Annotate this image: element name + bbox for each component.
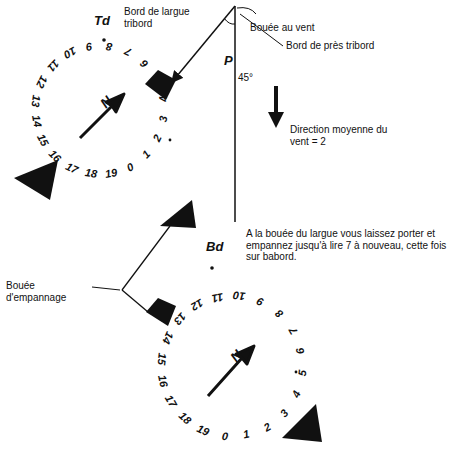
dial-number: 3 xyxy=(157,115,170,123)
wind-note: Direction moyenne du vent = 2 xyxy=(290,124,400,147)
dial-number: 18 xyxy=(177,409,194,426)
course-label: Bord de près tribord xyxy=(286,40,386,52)
dial-number: 4 xyxy=(289,389,302,399)
dial-number: 10 xyxy=(233,290,246,303)
dial-number: 13 xyxy=(171,311,188,328)
dial-number: 13 xyxy=(30,94,44,108)
dial-number: 5 xyxy=(295,370,308,377)
angle-value: 45° xyxy=(238,72,268,84)
dial-number: 10 xyxy=(62,45,78,61)
dial-number: 7 xyxy=(286,325,299,336)
dial-number: 11 xyxy=(46,57,63,74)
dial-number: 2 xyxy=(261,420,272,433)
buoy-tag: Bd xyxy=(206,240,228,255)
angle-vertex: P xyxy=(224,54,236,69)
course-label: Bord de largue tribord xyxy=(124,6,194,29)
dial-number: 2 xyxy=(151,133,164,144)
dial-number: 14 xyxy=(160,329,176,345)
dial-number: 8 xyxy=(273,307,286,320)
dial-number: 1 xyxy=(140,148,153,161)
dial-number: 11 xyxy=(211,290,225,304)
buoy-tag: Td xyxy=(94,14,114,29)
dial-number: 9 xyxy=(255,295,265,308)
buoy-label: Bouée d'empannage xyxy=(6,280,96,303)
dial-number: 16 xyxy=(156,373,170,387)
dial-number: 7 xyxy=(123,46,134,59)
buoy-label: Bouée au vent xyxy=(250,22,320,34)
dial-number: 15 xyxy=(35,132,51,148)
instruction-note: A la bouée du largue vous laissez porter… xyxy=(246,228,456,263)
dial-number: 18 xyxy=(84,167,98,181)
dial-number: 12 xyxy=(189,297,206,314)
dial-number: 17 xyxy=(64,159,80,175)
dial-number: 3 xyxy=(278,407,291,420)
dial-number: 6 xyxy=(294,347,307,355)
dial-number: 9 xyxy=(85,41,93,54)
dial-number: 17 xyxy=(163,393,180,410)
dial-number: 0 xyxy=(221,429,228,442)
dial-number: 6 xyxy=(138,58,151,71)
dial-number: 12 xyxy=(34,74,50,90)
dial-number: 4 xyxy=(157,95,170,103)
dial-number: 1 xyxy=(242,428,250,441)
dial-number: 0 xyxy=(125,160,136,173)
dial-number: 19 xyxy=(104,166,118,180)
dial-number: 19 xyxy=(195,422,211,438)
dial-number: 8 xyxy=(105,40,113,53)
dial-number: 14 xyxy=(30,114,44,128)
dial-number: 15 xyxy=(156,352,169,365)
dial-number: 16 xyxy=(47,147,64,164)
